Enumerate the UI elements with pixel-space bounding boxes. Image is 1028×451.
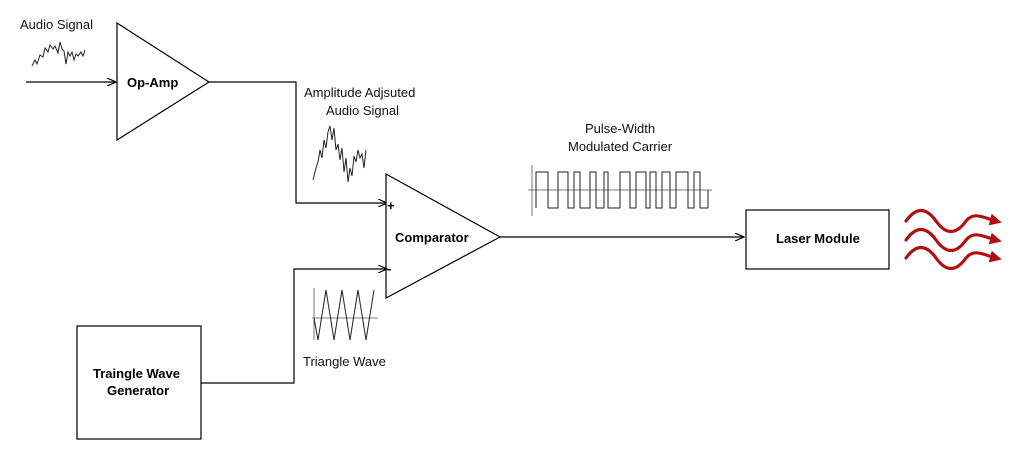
amplitude-label-line1: Amplitude Adjsuted [304, 85, 415, 100]
comparator-block [385, 172, 502, 300]
triangle-generator-block [76, 325, 202, 440]
laser-module-label: Laser Module [776, 231, 860, 246]
pwm-label-line2: Modulated Carrier [568, 139, 673, 154]
amplitude-label-line2: Audio Signal [326, 103, 399, 118]
op-amp-label: Op-Amp [127, 75, 178, 90]
triangle-wave-icon [312, 288, 378, 341]
triangle-wave-label: Triangle Wave [303, 354, 386, 369]
audio-waveform-icon [31, 41, 86, 67]
generator-to-comparator-wire [201, 269, 387, 384]
op-amp-block [116, 21, 211, 142]
triangle-generator-label-line1: Traingle Wave [93, 366, 180, 381]
laser-beam-waves-icon [904, 208, 1002, 271]
amplified-waveform-icon [312, 125, 367, 183]
opamp-to-comparator-wire [209, 81, 387, 203]
laser-module-block [745, 209, 890, 270]
pwm-square-wave-icon [528, 165, 712, 216]
audio-signal-label: Audio Signal [20, 17, 93, 32]
comparator-plus-input: + [387, 198, 395, 213]
triangle-generator-label-line2: Generator [107, 383, 169, 398]
comparator-minus-input: - [387, 261, 391, 276]
pwm-label-line1: Pulse-Width [585, 121, 655, 136]
comparator-label: Comparator [395, 230, 469, 245]
